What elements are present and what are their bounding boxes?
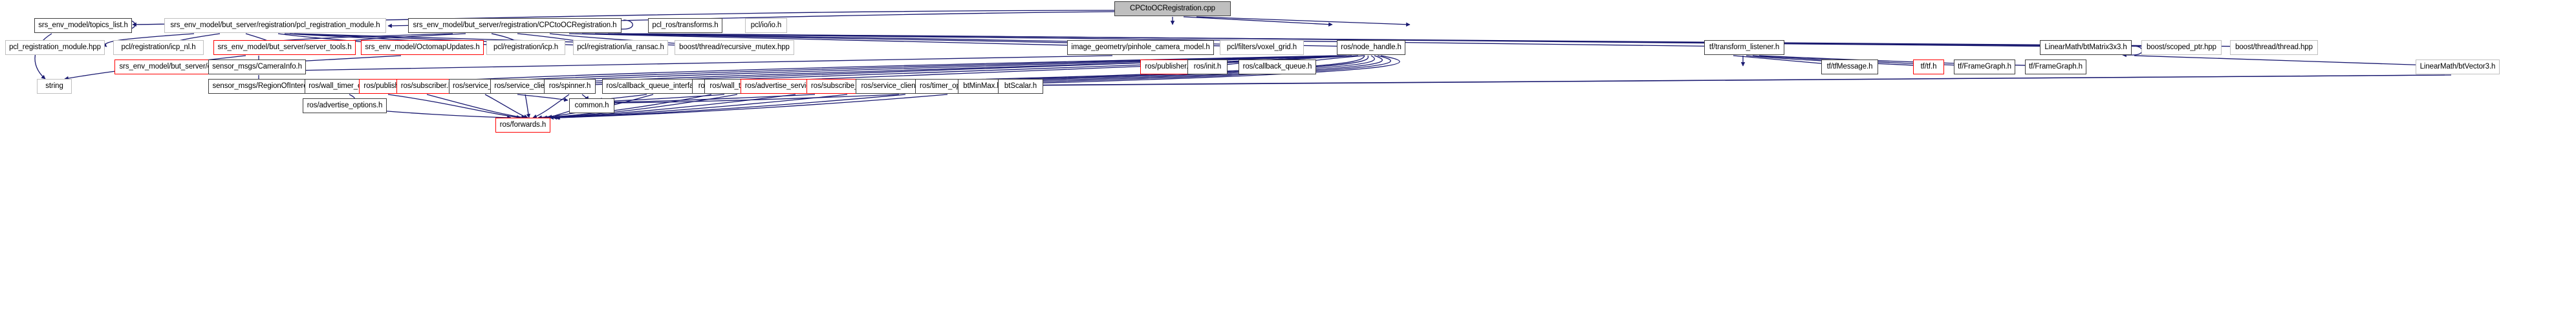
graph-node[interactable]: srs_env_model/OctomapUpdates.h — [361, 40, 484, 55]
graph-node-label: srs_env_model/OctomapUpdates.h — [365, 43, 480, 51]
graph-node-label: ros/forwards.h — [499, 120, 547, 129]
graph-node[interactable]: LinearMath/btMatrix3x3.h — [2040, 40, 2132, 55]
graph-node-label: ros/publisher.h — [1145, 62, 1193, 71]
graph-node-label: ros/init.h — [1193, 62, 1222, 71]
graph-node[interactable]: tf/tf.h — [1913, 60, 1944, 74]
graph-node-label: pcl_registration_module.hpp — [9, 43, 101, 51]
graph-node-label: tf/tf.h — [1920, 62, 1937, 71]
graph-node-label: sensor_msgs/CameraInfo.h — [212, 62, 302, 71]
graph-node-label: boost/thread/recursive_mutex.hpp — [679, 43, 790, 51]
graph-node-label: ros/node_handle.h — [1341, 43, 1402, 51]
graph-node-label: LinearMath/btVector3.h — [2419, 62, 2496, 71]
graph-node-label: srs_env_model/topics_list.h — [38, 21, 128, 29]
graph-node[interactable]: pcl_registration_module.hpp — [5, 40, 105, 55]
graph-node-label: ros/callback_queue.h — [1242, 62, 1312, 71]
graph-node-label: srs_env_model/but_server/registration/pc… — [170, 21, 380, 29]
graph-node-root[interactable]: CPCtoOCRegistration.cpp — [1114, 1, 1231, 16]
graph-node-label: tf/transform_listener.h — [1709, 43, 1780, 51]
graph-node[interactable]: ros/subscriber.h — [396, 79, 457, 94]
graph-node-label: CPCtoOCRegistration.cpp — [1130, 4, 1215, 12]
graph-node-label: sensor_msgs/RegionOfInterest.h — [212, 82, 319, 90]
graph-node[interactable]: srs_env_model/topics_list.h — [34, 18, 132, 33]
graph-node-label: tf/tfMessage.h — [1826, 62, 1873, 71]
graph-node-label: pcl/registration/icp_nl.h — [121, 43, 196, 51]
graph-node[interactable]: ros/forwards.h — [495, 118, 550, 133]
graph-node[interactable]: pcl/registration/icp.h — [486, 40, 565, 55]
graph-node[interactable]: srs_env_model/but_server/registration/CP… — [408, 18, 622, 33]
graph-node[interactable]: pcl/registration/icp_nl.h — [113, 40, 204, 55]
graph-node[interactable]: image_geometry/pinhole_camera_model.h — [1067, 40, 1214, 55]
graph-node-label: pcl/io/io.h — [750, 21, 782, 29]
graph-node-label: pcl/filters/voxel_grid.h — [1226, 43, 1297, 51]
graph-node-label: ros/subscriber.h — [400, 82, 453, 90]
graph-node-label: srs_env_model/but_server/registration/CP… — [413, 21, 617, 29]
graph-node[interactable]: tf/FrameGraph.h — [2025, 60, 2086, 74]
graph-node-label: LinearMath/btMatrix3x3.h — [2044, 43, 2127, 51]
graph-node-label: pcl/registration/icp.h — [493, 43, 559, 51]
graph-node[interactable]: pcl_ros/transforms.h — [648, 18, 722, 33]
graph-node-label: btScalar.h — [1004, 82, 1037, 90]
graph-node[interactable]: btScalar.h — [998, 79, 1043, 94]
graph-node-label: tf/FrameGraph.h — [2029, 62, 2083, 71]
graph-node[interactable]: srs_env_model/but_server/server_tools.h — [213, 40, 356, 55]
graph-node-label: common.h — [574, 101, 609, 109]
graph-node[interactable]: LinearMath/btVector3.h — [2416, 60, 2500, 74]
graph-node-label: image_geometry/pinhole_camera_model.h — [1071, 43, 1210, 51]
graph-node[interactable]: ros/advertise_options.h — [303, 98, 387, 113]
graph-node[interactable]: tf/tfMessage.h — [1821, 60, 1878, 74]
graph-node[interactable]: sensor_msgs/CameraInfo.h — [208, 60, 306, 74]
graph-node[interactable]: common.h — [569, 98, 614, 113]
graph-node-label: srs_env_model/but_server/server_tools.h — [217, 43, 352, 51]
graph-node[interactable]: boost/thread/recursive_mutex.hpp — [675, 40, 794, 55]
graph-node-label: tf/FrameGraph.h — [1958, 62, 2011, 71]
graph-node[interactable]: srs_env_model/but_server/registration/pc… — [164, 18, 386, 33]
graph-node[interactable]: ros/spinner.h — [544, 79, 596, 94]
graph-node-label: boost/thread/thread.hpp — [2235, 43, 2313, 51]
graph-node[interactable]: tf/transform_listener.h — [1704, 40, 1784, 55]
graph-node-label: btMinMax.h — [963, 82, 1001, 90]
graph-node[interactable]: pcl/filters/voxel_grid.h — [1220, 40, 1304, 55]
graph-node[interactable]: boost/scoped_ptr.hpp — [2141, 40, 2222, 55]
graph-node-label: boost/scoped_ptr.hpp — [2147, 43, 2216, 51]
graph-node[interactable]: ros/init.h — [1187, 60, 1228, 74]
graph-node[interactable]: ros/callback_queue.h — [1239, 60, 1316, 74]
graph-node[interactable]: pcl/registration/ia_ransac.h — [573, 40, 668, 55]
graph-node-label: string — [45, 82, 63, 90]
graph-node[interactable]: boost/thread/thread.hpp — [2230, 40, 2318, 55]
graph-node[interactable]: pcl/io/io.h — [745, 18, 787, 33]
graph-node[interactable]: string — [37, 79, 72, 94]
graph-node-label: pcl/registration/ia_ransac.h — [577, 43, 664, 51]
graph-node[interactable]: tf/FrameGraph.h — [1954, 60, 2015, 74]
graph-node-label: pcl_ros/transforms.h — [652, 21, 719, 29]
graph-node[interactable]: ros/node_handle.h — [1337, 40, 1405, 55]
graph-node-label: ros/spinner.h — [548, 82, 591, 90]
graph-node-label: ros/advertise_options.h — [307, 101, 383, 109]
